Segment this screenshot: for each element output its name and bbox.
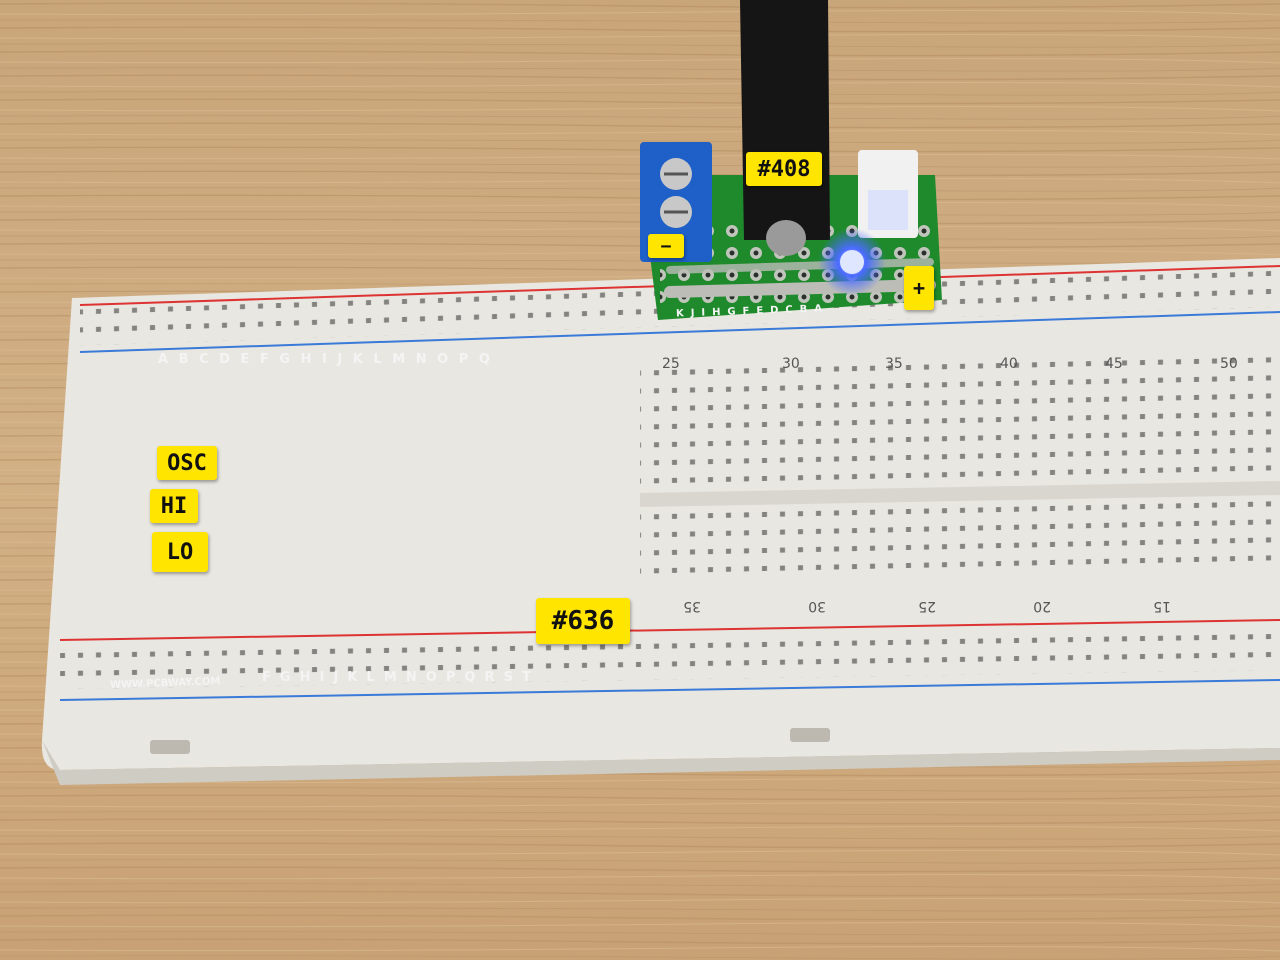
breadboard-number: 15	[1153, 598, 1171, 614]
power-polarity-label: +	[904, 266, 934, 310]
breadboard-number: 45	[1105, 356, 1123, 372]
breadboard-number: 40	[1000, 356, 1018, 372]
board-number-408: #408	[746, 152, 822, 186]
dc-barrel-jack	[740, 0, 830, 240]
board-number-636: #636	[536, 598, 630, 644]
breadboard-number: 30	[808, 598, 826, 614]
breadboard-top-numbers: 25 30 35 40 45 50	[662, 356, 1238, 372]
power-board-408	[640, 0, 942, 320]
breadboard-number: 35	[885, 356, 903, 372]
lo-label: LO	[152, 532, 208, 572]
terminal-minus-label: −	[648, 234, 684, 258]
breadboard-number: 50	[1220, 356, 1238, 372]
breadboard	[41, 258, 1280, 785]
osc-label: OSC	[157, 446, 217, 480]
breadboard-number: 35	[683, 598, 701, 614]
pcb-top-column-letters: A B C D E F G H I J K L M N O P Q	[158, 352, 491, 367]
breadboard-number: 25	[662, 356, 680, 372]
pcb-bottom-column-letters: F G H I J K L M N O P Q R S T	[262, 670, 531, 685]
breadboard-number: 30	[782, 356, 800, 372]
breadboard-number: 20	[1033, 598, 1051, 614]
breadboard-bottom-numbers: 35 30 25 20 15	[683, 598, 1171, 614]
breadboard-number: 25	[918, 598, 936, 614]
hi-label: HI	[150, 489, 198, 523]
